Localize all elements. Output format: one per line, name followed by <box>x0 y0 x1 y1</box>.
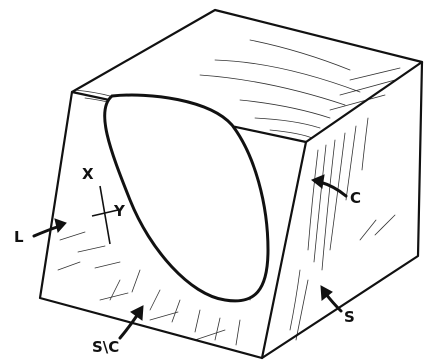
label-y: Y <box>113 202 126 220</box>
label-s: S <box>344 308 355 326</box>
grain-boundary <box>103 93 270 303</box>
top-face-hatching <box>74 39 401 139</box>
arrow-l <box>32 218 67 238</box>
cube-top-side-edge <box>304 60 424 144</box>
arrow-sc <box>118 305 144 340</box>
label-c: C <box>350 189 361 207</box>
label-x: X <box>82 165 94 183</box>
arrow-s <box>320 285 343 313</box>
xy-axes <box>91 185 119 245</box>
cube-outline <box>38 8 424 360</box>
label-l: L <box>14 228 24 246</box>
cube-vertical-edge <box>260 140 308 360</box>
arrow-c <box>311 174 348 198</box>
label-sc: S\C <box>92 338 119 356</box>
side-face <box>262 62 422 358</box>
